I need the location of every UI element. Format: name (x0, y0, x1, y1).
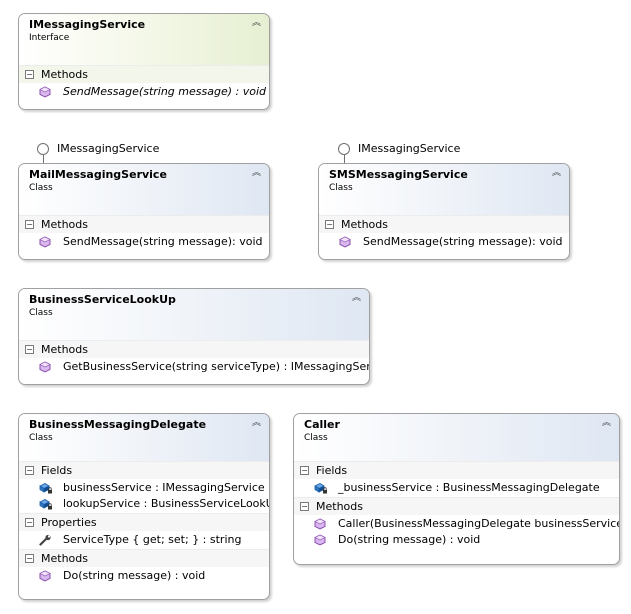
method-icon (339, 236, 351, 248)
method-signature: SendMessage(string message) : void (63, 85, 266, 98)
class-header: Caller Class ︽ (294, 414, 619, 461)
method-icon (314, 534, 326, 546)
class-header: MailMessagingService Class ︽ (19, 164, 269, 215)
class-name: BusinessServiceLookUp (29, 293, 176, 306)
field-row[interactable]: businessService : IMessagingService (19, 479, 269, 497)
method-row[interactable]: GetBusinessService(string serviceType) :… (19, 358, 369, 376)
method-signature: SendMessage(string message): void (363, 235, 563, 248)
class-stereotype: Class (329, 183, 353, 193)
section-collapse-icon[interactable]: − (25, 345, 34, 354)
method-signature: Do(string message) : void (63, 569, 206, 582)
class-stereotype: Class (304, 433, 328, 443)
section-label: Fields (316, 464, 348, 477)
private-field-icon (314, 483, 327, 494)
method-icon (39, 236, 51, 248)
class-name: MailMessagingService (29, 168, 167, 181)
method-signature: Caller(BusinessMessagingDelegate busines… (338, 517, 620, 530)
lollipop-circle-icon (338, 143, 350, 155)
businessmessagingdelegate-class[interactable]: BusinessMessagingDelegate Class ︽ − Fiel… (18, 413, 270, 600)
method-icon (314, 518, 326, 530)
class-name: BusinessMessagingDelegate (29, 418, 207, 431)
field-signature: businessService : IMessagingService (63, 481, 265, 494)
section-methods[interactable]: − Methods (19, 215, 269, 233)
method-icon (39, 361, 51, 373)
field-row[interactable]: _businessService : BusinessMessagingDele… (294, 479, 619, 497)
method-signature: Do(string message) : void (338, 533, 481, 546)
method-icon (39, 86, 51, 98)
class-header: BusinessMessagingDelegate Class ︽ (19, 414, 269, 461)
class-header: IMessagingService Interface ︽ (19, 14, 269, 65)
method-signature: GetBusinessService(string serviceType) :… (63, 360, 370, 373)
method-row[interactable]: SendMessage(string message): void (19, 233, 269, 251)
smsmessagingservice-class[interactable]: SMSMessagingService Class ︽ − Methods Se… (318, 163, 570, 260)
collapse-chevron-icon[interactable]: ︽ (251, 418, 261, 428)
lollipop-label: IMessagingService (358, 142, 461, 155)
section-methods[interactable]: − Methods (294, 497, 619, 515)
section-fields[interactable]: − Fields (294, 461, 619, 479)
method-row[interactable]: SendMessage(string message): void (319, 233, 569, 251)
class-name: SMSMessagingService (329, 168, 468, 181)
method-row[interactable]: SendMessage(string message) : void (19, 83, 269, 101)
section-methods[interactable]: − Methods (319, 215, 569, 233)
field-signature: _businessService : BusinessMessagingDele… (338, 481, 600, 494)
imessagingservice-interface[interactable]: IMessagingService Interface ︽ − Methods … (18, 13, 270, 110)
section-properties[interactable]: − Properties (19, 513, 269, 531)
section-collapse-icon[interactable]: − (25, 220, 34, 229)
collapse-chevron-icon[interactable]: ︽ (551, 168, 561, 178)
lollipop-stem (43, 155, 44, 164)
class-header: SMSMessagingService Class ︽ (319, 164, 569, 215)
collapse-chevron-icon[interactable]: ︽ (251, 168, 261, 178)
mailmessagingservice-class[interactable]: MailMessagingService Class ︽ − Methods S… (18, 163, 270, 260)
section-label: Methods (41, 552, 88, 565)
class-header: BusinessServiceLookUp Class ︽ (19, 289, 369, 340)
section-collapse-icon[interactable]: − (25, 554, 34, 563)
interface-lollipop: IMessagingService (37, 142, 159, 156)
section-fields[interactable]: − Fields (19, 461, 269, 479)
collapse-chevron-icon[interactable]: ︽ (601, 418, 611, 428)
section-methods[interactable]: − Methods (19, 549, 269, 567)
section-collapse-icon[interactable]: − (25, 466, 34, 475)
lollipop-stem (344, 155, 345, 164)
class-name: Caller (304, 418, 340, 431)
section-collapse-icon[interactable]: − (300, 502, 309, 511)
interface-lollipop: IMessagingService (338, 142, 460, 156)
section-label: Methods (41, 343, 88, 356)
lollipop-circle-icon (37, 143, 49, 155)
field-row[interactable]: lookupService : BusinessServiceLookUp (19, 495, 269, 513)
section-collapse-icon[interactable]: − (25, 70, 34, 79)
class-stereotype: Class (29, 183, 53, 193)
section-methods[interactable]: − Methods (19, 340, 369, 358)
section-collapse-icon[interactable]: − (300, 466, 309, 475)
caller-class[interactable]: Caller Class ︽ − Fields _businessService… (293, 413, 620, 565)
method-row[interactable]: Caller(BusinessMessagingDelegate busines… (294, 515, 619, 533)
section-label: Methods (41, 218, 88, 231)
collapse-chevron-icon[interactable]: ︽ (351, 293, 361, 303)
property-row[interactable]: ServiceType { get; set; } : string (19, 531, 269, 549)
field-signature: lookupService : BusinessServiceLookUp (63, 497, 270, 510)
property-signature: ServiceType { get; set; } : string (63, 533, 242, 546)
section-collapse-icon[interactable]: − (325, 220, 334, 229)
private-field-icon (39, 499, 52, 510)
section-label: Methods (41, 68, 88, 81)
section-label: Fields (41, 464, 73, 477)
class-name: IMessagingService (29, 18, 146, 31)
class-stereotype: Class (29, 433, 53, 443)
class-stereotype: Interface (29, 33, 70, 43)
private-field-icon (39, 483, 52, 494)
method-row[interactable]: Do(string message) : void (294, 531, 619, 549)
section-collapse-icon[interactable]: − (25, 518, 34, 527)
method-icon (39, 570, 51, 582)
businessservicelookup-class[interactable]: BusinessServiceLookUp Class ︽ − Methods … (18, 288, 370, 385)
lollipop-label: IMessagingService (57, 142, 160, 155)
section-label: Methods (316, 500, 363, 513)
section-methods[interactable]: − Methods (19, 65, 269, 83)
class-stereotype: Class (29, 308, 53, 318)
collapse-chevron-icon[interactable]: ︽ (251, 18, 261, 28)
section-label: Methods (341, 218, 388, 231)
method-row[interactable]: Do(string message) : void (19, 567, 269, 585)
method-signature: SendMessage(string message): void (63, 235, 263, 248)
property-wrench-icon (39, 534, 51, 546)
section-label: Properties (41, 516, 97, 529)
